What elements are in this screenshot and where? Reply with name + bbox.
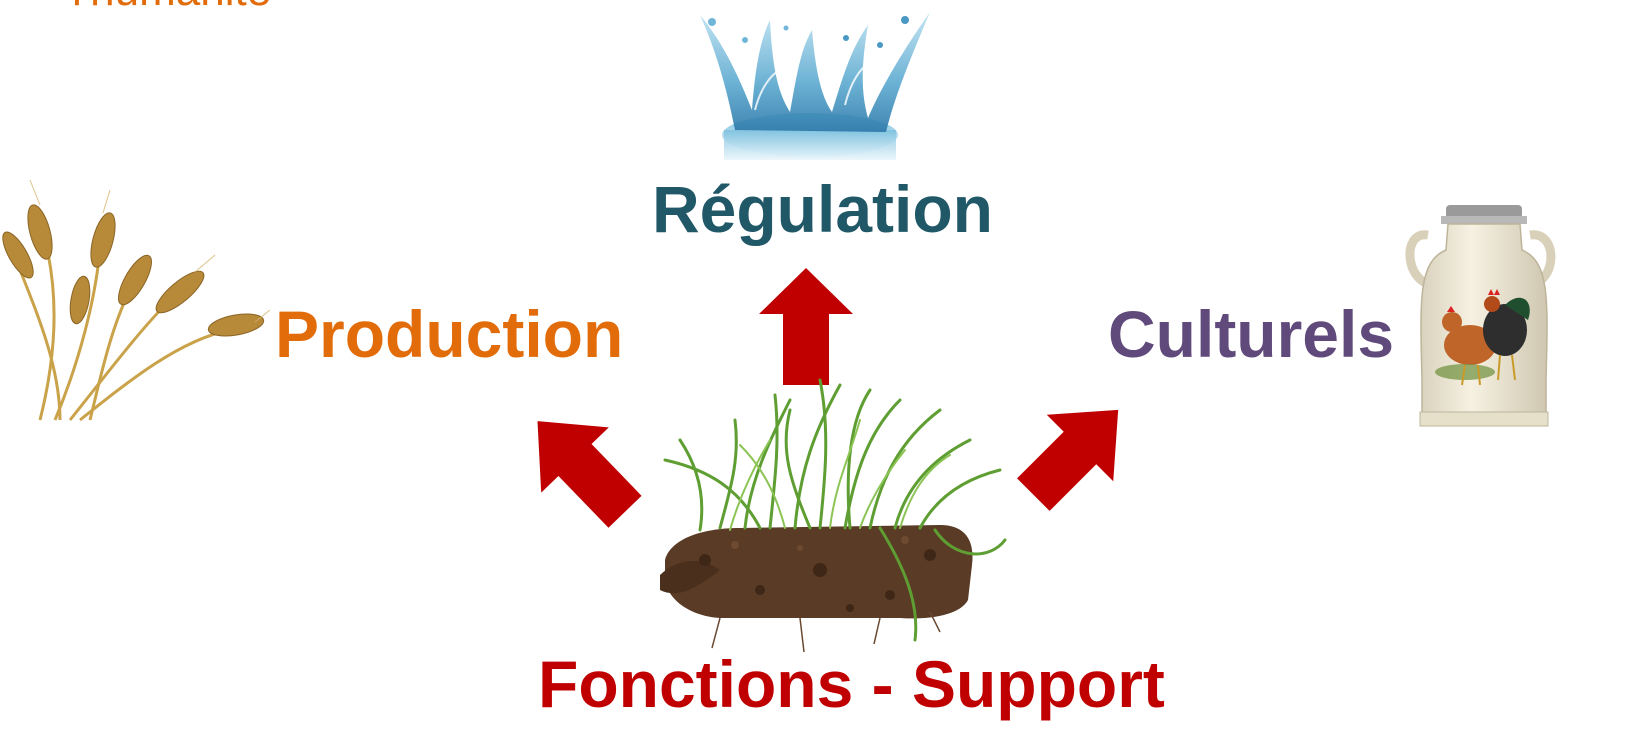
wheat-image — [2, 179, 271, 422]
milk-can-image — [1405, 205, 1556, 427]
label-fonctions-support: Fonctions - Support — [538, 647, 1165, 721]
water-splash-image — [700, 12, 930, 160]
slide-title-fragment: l'humanité — [72, 0, 271, 16]
label-culturels: Culturels — [1108, 297, 1395, 371]
arrow-upright-culturels — [1017, 409, 1119, 511]
grass-soil-image — [660, 378, 1007, 653]
arrow-up-regulation — [759, 268, 853, 385]
arrow-upleft-production — [537, 421, 642, 528]
label-production: Production — [275, 297, 624, 371]
label-regulation: Régulation — [652, 172, 993, 246]
